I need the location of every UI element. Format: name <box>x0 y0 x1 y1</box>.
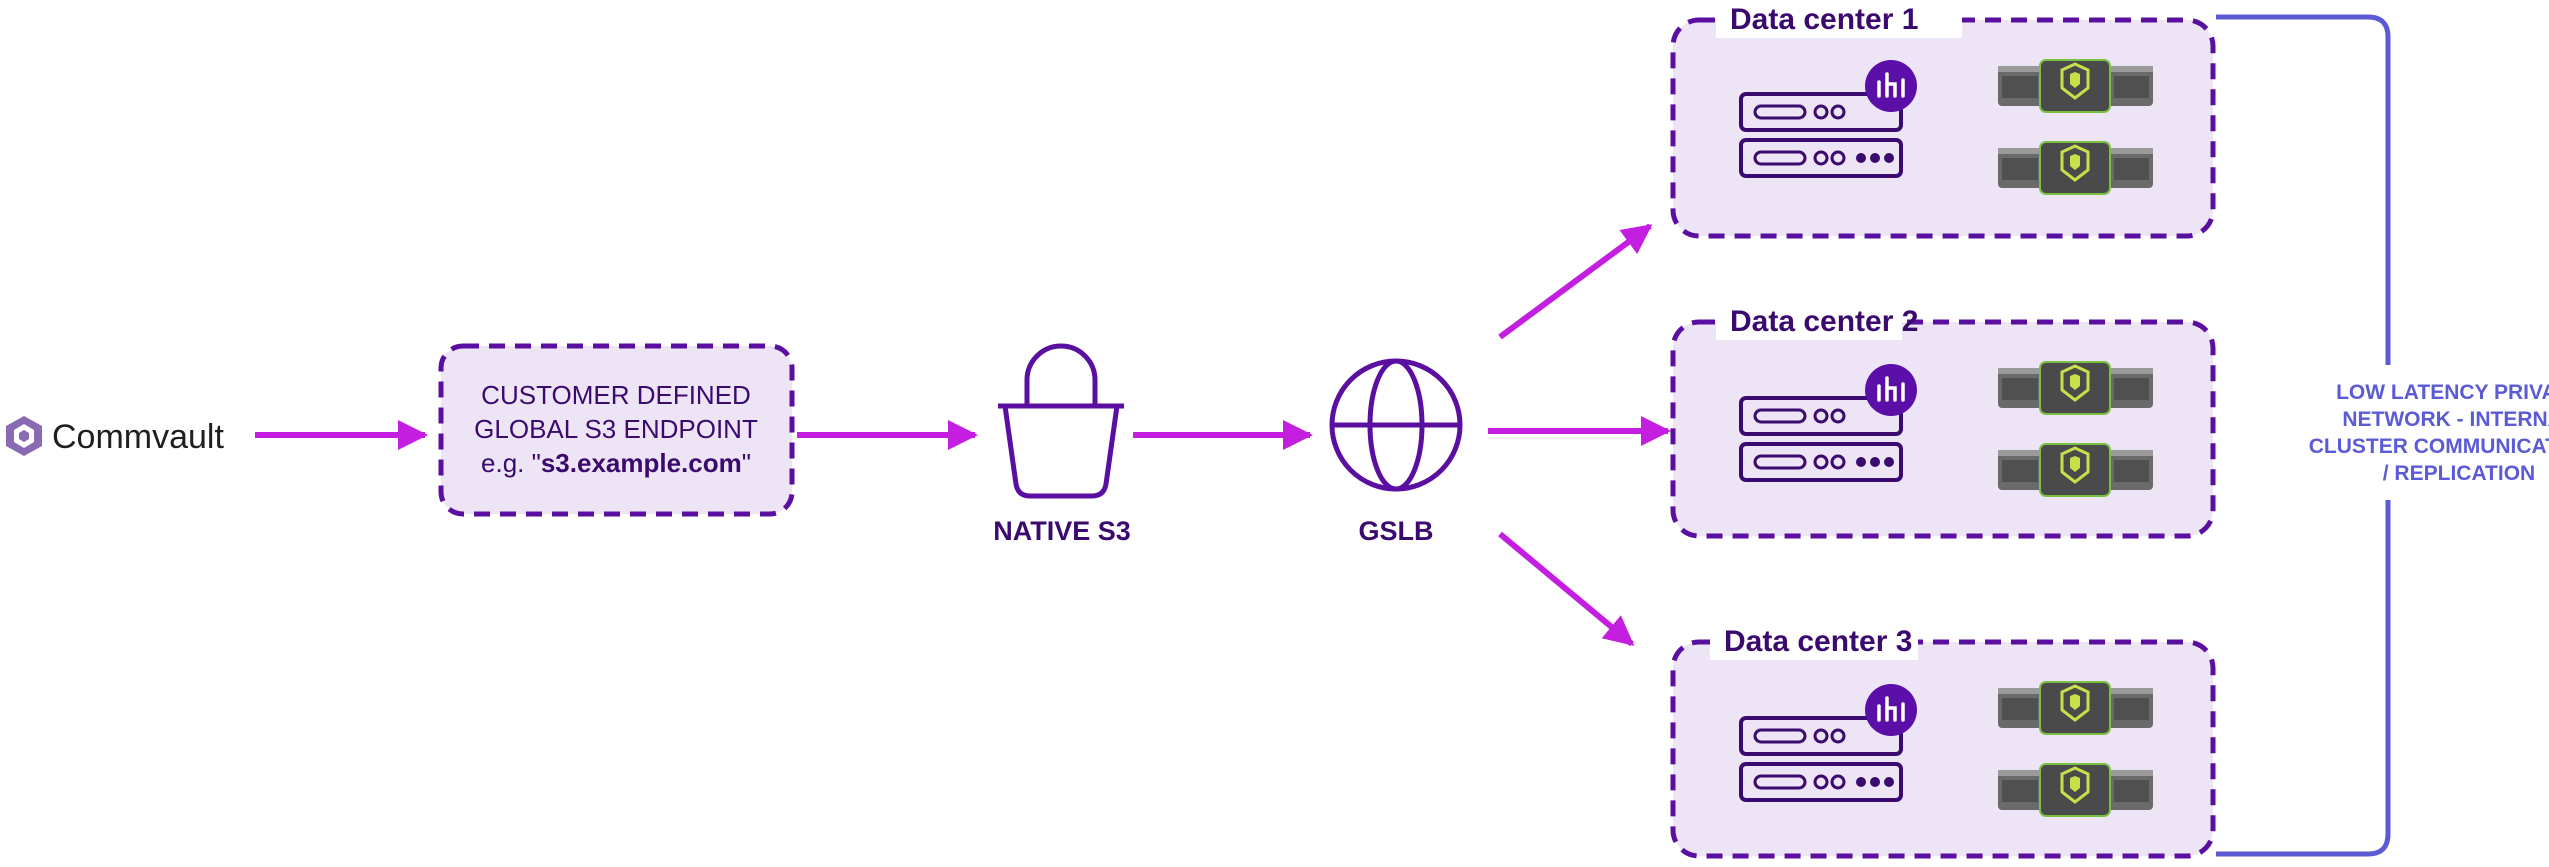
endpoint-line-3: e.g. "s3.example.com" <box>481 448 751 478</box>
globe-icon <box>1329 358 1463 492</box>
network-note-line-3: CLUSTER COMMUNICATIONS <box>2309 435 2549 458</box>
commvault-logo: Commvault <box>6 416 224 456</box>
appliance-icon <box>1996 58 2155 114</box>
endpoint-line-1: CUSTOMER DEFINED <box>481 380 751 410</box>
data-center-3: Data center 3 <box>1670 622 2216 859</box>
endpoint-line-2: GLOBAL S3 ENDPOINT <box>474 414 758 444</box>
appliance-icon <box>1996 680 2155 736</box>
data-center-2: Data center 2 <box>1670 304 2216 539</box>
data-center-1: Data center 1 <box>1670 2 2216 239</box>
global-s3-endpoint-box: CUSTOMER DEFINED GLOBAL S3 ENDPOINT e.g.… <box>438 343 795 517</box>
private-network-bracket <box>2216 14 2391 857</box>
data-center-3-title: Data center 3 <box>1724 625 1912 658</box>
network-note-line-1: LOW LATENCY PRIVATE <box>2336 381 2549 404</box>
appliance-icon <box>1996 442 2155 498</box>
arrow-gslb-to-dc1 <box>1498 223 1653 340</box>
arrow-gslb-to-dc3 <box>1498 531 1635 647</box>
appliance-icon <box>1996 140 2155 196</box>
brand-name: Commvault <box>52 418 224 456</box>
native-s3-label: NATIVE S3 <box>993 516 1131 546</box>
appliance-icon <box>1996 360 2155 416</box>
commvault-mark-icon <box>6 416 42 456</box>
gslb-label: GSLB <box>1358 516 1433 546</box>
network-note-line-2: NETWORK - INTERNAL <box>2342 408 2549 431</box>
appliance-icon <box>1996 762 2155 818</box>
data-center-1-title: Data center 1 <box>1730 3 1918 36</box>
data-center-2-title: Data center 2 <box>1730 305 1918 338</box>
network-note-line-4: / REPLICATION <box>2383 462 2535 485</box>
s3-bucket-icon <box>998 343 1124 499</box>
